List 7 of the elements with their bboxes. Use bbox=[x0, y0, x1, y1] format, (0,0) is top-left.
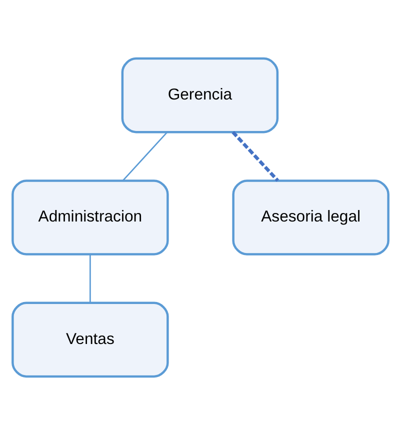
node-box: Administracion bbox=[12, 180, 169, 256]
node-box: Gerencia bbox=[121, 57, 279, 134]
node-box: Asesoria legal bbox=[232, 180, 390, 256]
connector bbox=[122, 132, 168, 182]
node-box: Ventas bbox=[12, 302, 169, 378]
connector bbox=[90, 254, 91, 303]
connector bbox=[232, 130, 280, 182]
